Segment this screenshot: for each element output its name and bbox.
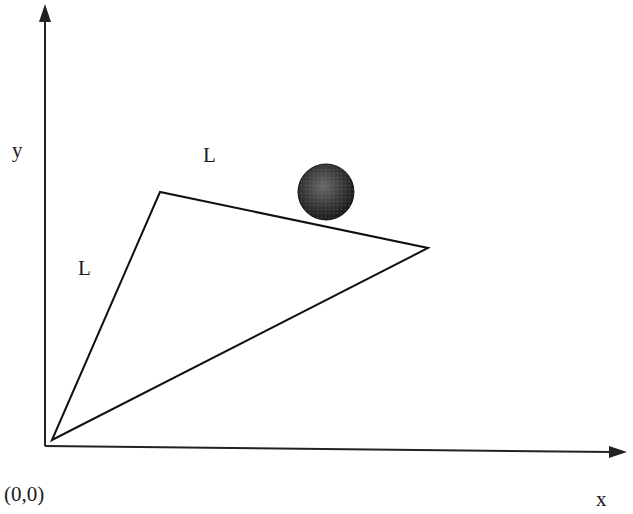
- ball: [298, 164, 354, 220]
- side-label: L: [203, 145, 216, 166]
- ball-texture: [298, 164, 354, 220]
- side-label: L: [78, 258, 91, 279]
- y-axis: [44, 18, 46, 446]
- origin-label: (0,0): [4, 484, 44, 505]
- axis-label: y: [12, 140, 23, 161]
- x-axis: [45, 446, 612, 452]
- axis-label: x: [596, 489, 607, 510]
- axis-arrowhead: [39, 4, 51, 22]
- axis-arrowhead: [609, 446, 627, 458]
- triangle: [52, 192, 428, 440]
